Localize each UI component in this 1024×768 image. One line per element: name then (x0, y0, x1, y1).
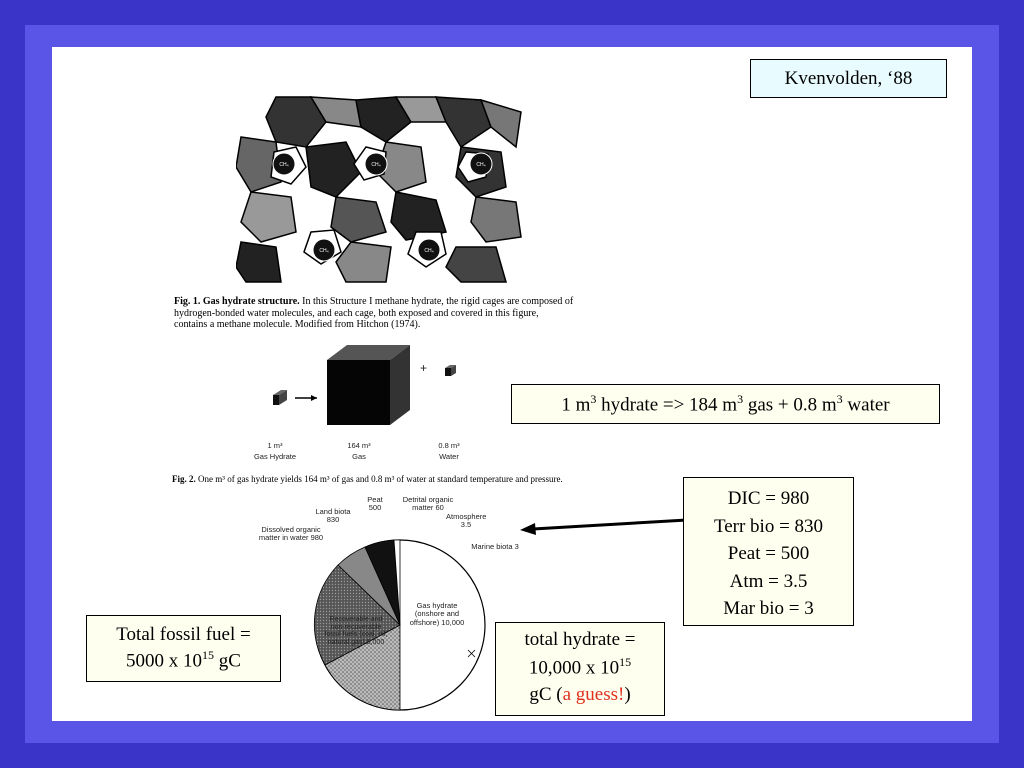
fig1-caption: Fig. 1. Gas hydrate structure. In this S… (174, 296, 574, 331)
water-label: Water (439, 452, 459, 462)
pie-label-atmosphere: Atmosphere 3.5 (446, 512, 487, 530)
budget-line-peat: Peat = 500 (727, 543, 810, 565)
pie-slice-detrital (393, 539, 401, 626)
citation-box: Kvenvolden, ‘88 (750, 59, 947, 98)
fig1-caption-text: In this Structure I methane hydrate, the… (174, 296, 574, 330)
guess-note: a guess! (562, 683, 625, 705)
pie-label-gas-hydrate: Gas hydrate (onshore and offshore) 10,00… (409, 601, 465, 627)
pie-slice-fossil (324, 624, 401, 711)
hydrate-volume-value: 1 m³ (267, 441, 283, 450)
pie-slice-dissolved (313, 564, 401, 666)
conversion-box: 1 m3 hydrate => 184 m3 gas + 0.8 m3 wate… (511, 384, 940, 424)
hydrate-line1: total hydrate = (524, 629, 636, 650)
fig2-caption-text: One m³ of gas hydrate yields 164 m³ of g… (198, 474, 563, 484)
pie-label-dissolved: Dissolved organic matter in water 980 (258, 525, 324, 543)
total-hydrate-box: total hydrate = 10,000 x 1015 gC (a gues… (495, 622, 665, 716)
cage-label: CH₄ (371, 162, 380, 168)
budget-line-terr-bio: Terr bio = 830 (713, 515, 824, 537)
hydrate-label: Gas Hydrate (253, 452, 297, 462)
hydrate-volume-label: 1 m³ Gas Hydrate (250, 441, 300, 462)
cage-label: CH₄ (319, 248, 328, 254)
cage-label: CH₄ (476, 162, 485, 168)
carbon-budget-box: DIC = 980 Terr bio = 830 Peat = 500 Atm … (683, 477, 854, 626)
hydrate-structure-illustration: CH₄ CH₄ CH₄ CH₄ CH₄ (236, 92, 526, 287)
pie-label-land-biota: Land biota 830 (315, 507, 351, 525)
carbon-pie-chart (313, 539, 486, 711)
budget-line-atm: Atm = 3.5 (729, 570, 808, 592)
fig1-caption-bold: Fig. 1. Gas hydrate structure. (174, 296, 300, 307)
pie-label-peat: Peat 500 (367, 495, 383, 513)
cage-label: CH₄ (279, 162, 288, 168)
gas-volume-value: 164 m³ (347, 441, 371, 450)
cage-label: CH₄ (424, 248, 433, 254)
pie-label-marine: Marine biota 3 (471, 542, 519, 551)
water-volume-value: 0.8 m³ (438, 441, 460, 450)
fossil-fuel-line2: 5000 x 1015 gC (126, 647, 241, 672)
hydrate-line3: gC (a guess!) (529, 683, 631, 705)
hydrate-line2: 10,000 x 1015 (528, 654, 632, 678)
pie-label-fossil: Recoverable and non-recoverable fossil f… (324, 616, 388, 647)
water-volume-label: 0.8 m³ Water (424, 441, 474, 462)
volume-cubes-illustration (273, 345, 456, 425)
gas-label: Gas (352, 452, 366, 462)
budget-line-mar-bio: Mar bio = 3 (723, 598, 814, 620)
fossil-fuel-line1: Total fossil fuel = (116, 624, 251, 645)
pie-label-detrital: Detrital organic matter 60 (402, 495, 454, 513)
budget-line-dic: DIC = 980 (727, 488, 810, 509)
pointer-arrow (520, 518, 688, 535)
fig2-caption: Fig. 2. One m³ of gas hydrate yields 164… (172, 474, 592, 484)
gas-volume-label: 164 m³ Gas (334, 441, 384, 462)
fig2-caption-bold: Fig. 2. (172, 474, 196, 484)
fossil-fuel-box: Total fossil fuel = 5000 x 1015 gC (86, 615, 281, 682)
plus-sign: + (420, 361, 428, 375)
